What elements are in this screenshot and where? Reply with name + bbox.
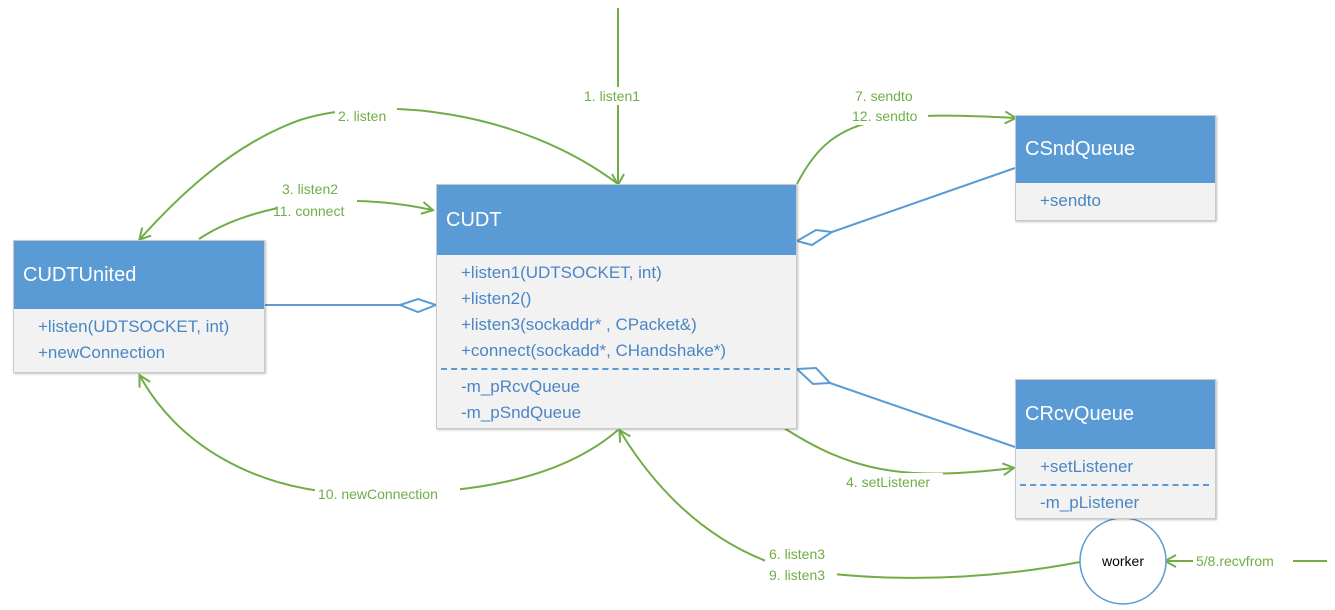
association-csndqueue-cudt xyxy=(831,167,1016,233)
label-listen2: 3. listen2 xyxy=(282,181,338,197)
class-csndqueue: CSndQueue +sendto xyxy=(1015,115,1216,221)
worker-node: worker xyxy=(1079,517,1167,605)
method-setlistener: +setListener xyxy=(1040,457,1134,476)
method-listen2: +listen2() xyxy=(461,289,532,308)
label-sendto-7: 7. sendto xyxy=(855,88,913,104)
field-sndqueue: -m_pSndQueue xyxy=(461,403,582,422)
method-listen1: +listen1(UDTSOCKET, int) xyxy=(461,263,662,282)
flow-labels: 1. listen1 2. listen 3. listen2 11. conn… xyxy=(273,87,1293,583)
flow-sendto-arrow xyxy=(796,116,1015,185)
class-crcvqueue-title: CRcvQueue xyxy=(1016,380,1215,449)
class-csndqueue-members: +sendto xyxy=(1016,183,1215,214)
label-newconnection: 10. newConnection xyxy=(318,486,438,502)
member-listen: +listen(UDTSOCKET, int) xyxy=(38,317,230,336)
class-cudt-title: CUDT xyxy=(437,185,796,255)
association-lines xyxy=(265,167,1016,448)
field-plistener: -m_pListener xyxy=(1040,493,1140,512)
method-listen3: +listen3(sockaddr* , CPacket&) xyxy=(461,315,697,334)
class-cudtunited-members: +listen(UDTSOCKET, int) +newConnection xyxy=(14,309,264,366)
field-rcvqueue: -m_pRcvQueue xyxy=(461,377,581,396)
worker-label: worker xyxy=(1101,553,1144,569)
label-listen3-6: 6. listen3 xyxy=(769,546,825,562)
label-sendto-12: 12. sendto xyxy=(852,108,918,124)
member-divider xyxy=(1020,484,1209,486)
aggregation-diamond-csndqueue xyxy=(794,228,835,247)
class-cudt-members: +listen1(UDTSOCKET, int) +listen2() +lis… xyxy=(437,255,796,426)
label-connect: 11. connect xyxy=(273,203,344,219)
flow-listen-arrow xyxy=(140,107,619,239)
label-listen1: 1. listen1 xyxy=(584,88,640,104)
class-cudtunited: CUDTUnited +listen(UDTSOCKET, int) +newC… xyxy=(13,240,265,373)
label-listen3-9: 9. listen3 xyxy=(769,567,825,583)
class-cudtunited-title: CUDTUnited xyxy=(14,241,264,309)
aggregation-diamond-crcvqueue xyxy=(794,366,833,386)
label-setlistener: 4. setListener xyxy=(846,474,930,490)
class-crcvqueue-members: +setListener -m_pListener xyxy=(1016,449,1215,516)
member-divider xyxy=(441,368,790,370)
class-csndqueue-title: CSndQueue xyxy=(1016,116,1215,183)
flow-listen3-arrow xyxy=(620,431,1081,579)
member-newconnection: +newConnection xyxy=(38,343,166,362)
association-crcvqueue-cudt xyxy=(829,382,1016,448)
label-recvfrom: 5/8.recvfrom xyxy=(1196,553,1274,569)
flow-setlistener-arrow xyxy=(783,427,1013,474)
label-listen: 2. listen xyxy=(338,108,386,124)
class-crcvqueue: CRcvQueue +setListener -m_pListener xyxy=(1015,379,1216,519)
aggregation-diamond-cudtunited xyxy=(397,297,439,314)
method-sendto: +sendto xyxy=(1040,191,1101,210)
class-cudt: CUDT +listen1(UDTSOCKET, int) +listen2()… xyxy=(436,184,797,429)
method-connect: +connect(sockadd*, CHandshake*) xyxy=(461,341,727,360)
